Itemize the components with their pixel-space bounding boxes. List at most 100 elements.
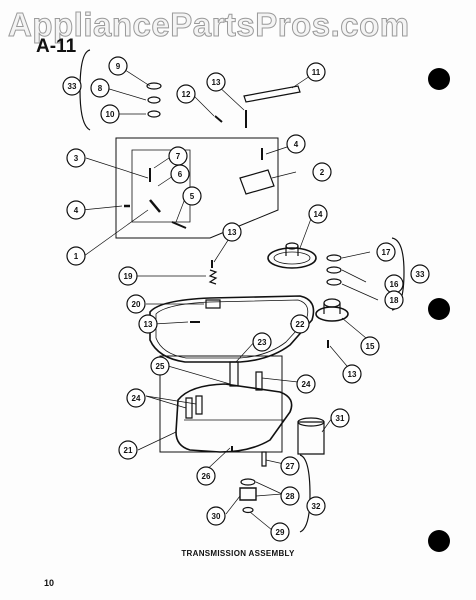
callout-label-25: 25 [156, 362, 165, 371]
part-5 [171, 221, 187, 229]
washer-28 [240, 478, 256, 486]
callout-label-27: 27 [286, 462, 295, 471]
callout-label-13: 13 [144, 320, 153, 329]
callout-label-23: 23 [258, 338, 267, 347]
callout-label-8: 8 [98, 84, 103, 93]
callout-bubble-25 [150, 356, 170, 376]
callout-group: 1234456789101112131313131415161718192021… [62, 56, 430, 542]
callout-label-4: 4 [74, 206, 79, 215]
spring-19 [208, 269, 218, 285]
callout-label-12: 12 [182, 90, 191, 99]
callout-label-30: 30 [212, 512, 221, 521]
callout-bubble-22 [290, 314, 310, 334]
pin-24-left-a [185, 397, 193, 419]
callout-bubble-7 [168, 146, 188, 166]
callout-label-32: 32 [312, 502, 321, 511]
callout-bubble-17 [376, 242, 396, 262]
washer-16 [326, 266, 342, 274]
callout-label-31: 31 [336, 414, 345, 423]
callout-label-33: 33 [416, 270, 425, 279]
callout-label-9: 9 [116, 62, 121, 71]
page-number: 10 [44, 578, 55, 588]
callout-label-19: 19 [124, 272, 133, 281]
callout-label-4: 4 [294, 140, 299, 149]
callout-bubble-18 [384, 290, 404, 310]
callout-bubble-13 [222, 222, 242, 242]
callout-label-13: 13 [228, 228, 237, 237]
callout-label-17: 17 [382, 248, 391, 257]
callout-bubble-10 [100, 104, 120, 124]
pin-12 [214, 115, 223, 123]
callout-bubble-23 [252, 332, 272, 352]
callout-label-3: 3 [74, 154, 79, 163]
callout-label-28: 28 [286, 492, 295, 501]
callout-label-11: 11 [312, 68, 321, 77]
callout-bubble-33 [410, 264, 430, 284]
callout-bubble-13 [342, 364, 362, 384]
callout-bubble-33 [62, 76, 82, 96]
link-2 [239, 169, 275, 195]
washer-9 [146, 82, 162, 90]
callout-label-22: 22 [296, 320, 305, 329]
callout-label-24: 24 [132, 394, 141, 403]
callout-bubble-29 [270, 522, 290, 542]
callout-bubble-24 [126, 388, 146, 408]
callout-label-14: 14 [314, 210, 323, 219]
callout-bubble-11 [306, 62, 326, 82]
callout-bubble-13 [206, 72, 226, 92]
callout-bubble-9 [108, 56, 128, 76]
washer-17 [326, 254, 342, 262]
gear-30 [239, 487, 257, 501]
callout-bubble-19 [118, 266, 138, 286]
callout-label-26: 26 [202, 472, 211, 481]
washer-8 [147, 96, 161, 104]
callout-label-16: 16 [390, 280, 399, 289]
callout-bubble-21 [118, 440, 138, 460]
callout-bubble-15 [360, 336, 380, 356]
callout-bubble-8 [90, 78, 110, 98]
upper-plate-outline [115, 137, 279, 239]
callout-bubble-2 [312, 162, 332, 182]
section-label: A-11 [36, 36, 77, 57]
callout-label-1: 1 [74, 252, 79, 261]
callout-label-21: 21 [124, 446, 133, 455]
callout-label-5: 5 [190, 192, 195, 201]
callout-bubble-13 [138, 314, 158, 334]
callout-label-2: 2 [320, 168, 325, 177]
binder-hole-middle [428, 298, 450, 320]
part-20 [205, 299, 221, 309]
pin-24-left-b [195, 395, 203, 415]
callout-bubble-26 [196, 466, 216, 486]
callout-bubble-24 [296, 374, 316, 394]
callout-label-13: 13 [212, 78, 221, 87]
brace-group-32 [299, 454, 311, 533]
housing-shape [175, 383, 293, 453]
callout-bubble-4 [66, 200, 86, 220]
gear-14 [267, 247, 317, 269]
part-1 [149, 199, 161, 213]
washer-10 [147, 110, 161, 118]
callout-label-24: 24 [302, 380, 311, 389]
pin-24-right [255, 371, 263, 391]
callout-label-20: 20 [132, 300, 141, 309]
callout-bubble-31 [330, 408, 350, 428]
binder-hole-bottom [428, 530, 450, 552]
binder-hole-top [428, 68, 450, 90]
diagram-caption: TRANSMISSION ASSEMBLY [181, 549, 295, 558]
callout-label-10: 10 [106, 110, 115, 119]
callout-bubble-14 [308, 204, 328, 224]
callout-bubble-12 [176, 84, 196, 104]
callout-bubble-5 [182, 186, 202, 206]
washer-18 [326, 278, 342, 286]
brace-group-33-left [79, 49, 91, 131]
callout-bubble-3 [66, 148, 86, 168]
callout-bubble-20 [126, 294, 146, 314]
callout-label-18: 18 [390, 296, 399, 305]
callout-label-29: 29 [276, 528, 285, 537]
callout-bubble-30 [206, 506, 226, 526]
watermark: AppliancePartsPros.com [8, 6, 410, 44]
callout-label-6: 6 [178, 170, 183, 179]
callout-bubble-28 [280, 486, 300, 506]
